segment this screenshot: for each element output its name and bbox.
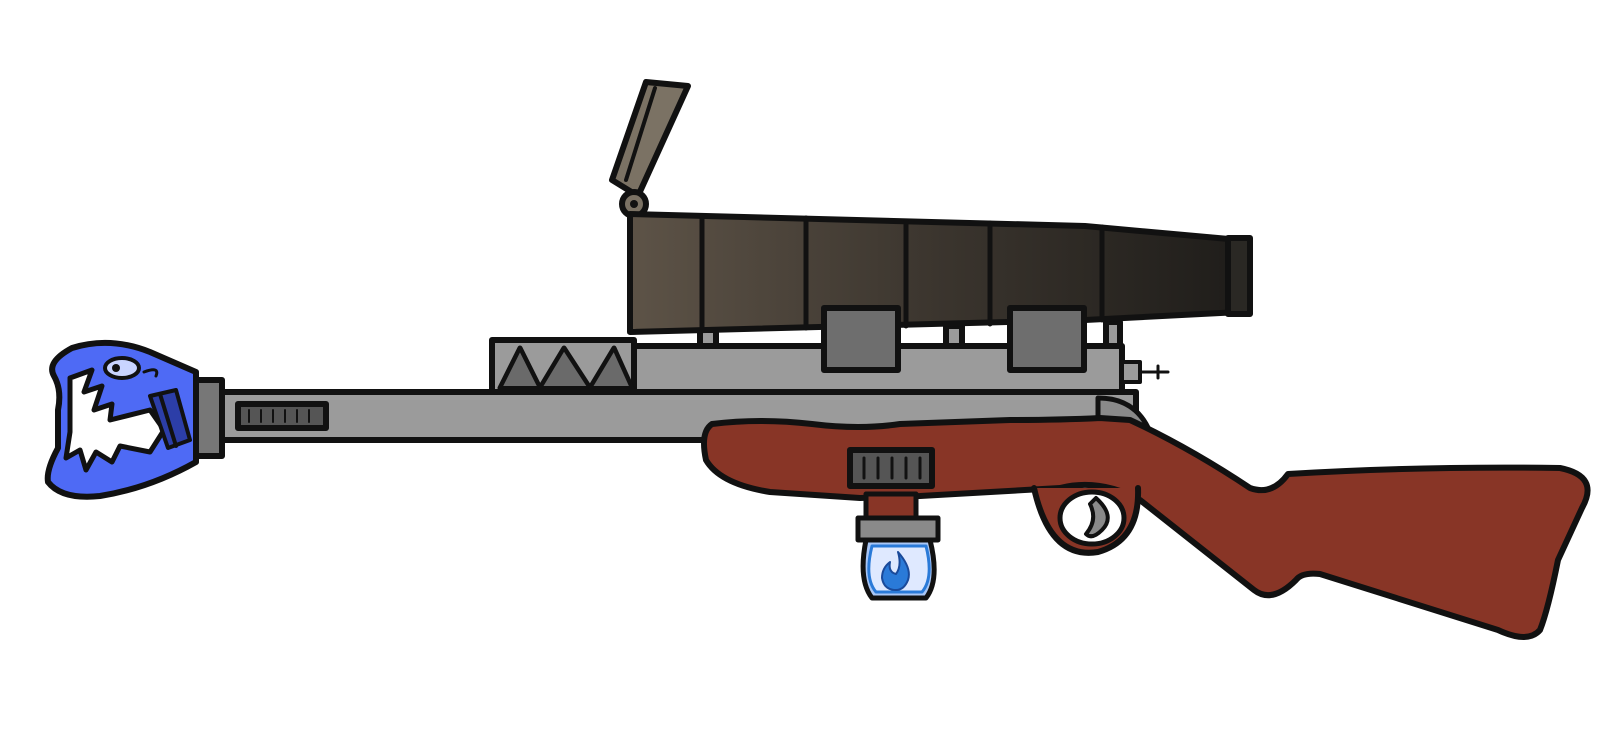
scope-icon xyxy=(627,211,1253,335)
canister xyxy=(855,491,941,601)
muzzle-creature-icon xyxy=(44,339,199,500)
flame-icon xyxy=(881,551,910,591)
scope-mounts xyxy=(821,305,1087,373)
rifle-stock xyxy=(701,415,1591,640)
scope-cap xyxy=(609,79,691,219)
